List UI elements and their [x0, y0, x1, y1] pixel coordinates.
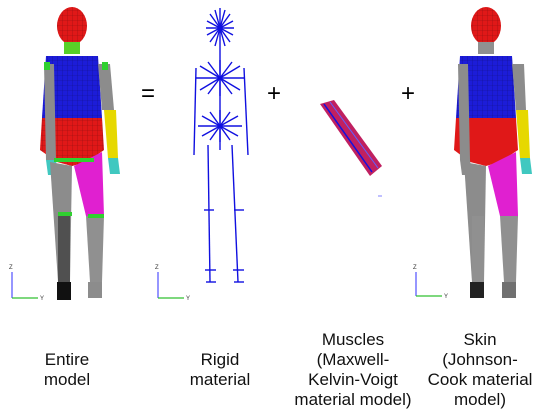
caption-entire-model: Entire model [22, 350, 112, 390]
caption-skin: Skin (Johnson- Cook material model) [418, 330, 542, 410]
axis-z-label: Z [155, 265, 159, 271]
caption-line: material [170, 370, 270, 390]
caption-rigid-material: Rigid material [170, 350, 270, 390]
plus-operator-1: + [267, 82, 281, 106]
axis-triad: Z Y [413, 265, 448, 300]
caption-line: Rigid [170, 350, 270, 370]
entire-model-figure: Z Y [2, 0, 132, 318]
skin-figure: Z Y [412, 0, 542, 318]
caption-line: Muscles [282, 330, 424, 350]
axis-z-label: Z [413, 265, 417, 271]
axis-y-label: Y [444, 294, 448, 300]
caption-line: Cook material [418, 370, 542, 390]
caption-line: model [22, 370, 112, 390]
rigid-skeleton [194, 8, 248, 282]
caption-line: (Johnson- [418, 350, 542, 370]
muscle-segment [320, 100, 382, 196]
caption-line: material model) [282, 390, 424, 410]
axis-z-label: Z [9, 265, 13, 271]
caption-line: Skin [418, 330, 542, 350]
skin-mannequin [454, 7, 532, 298]
caption-line: Kelvin-Voigt [282, 370, 424, 390]
axis-y-label: Y [40, 296, 44, 302]
axis-triad: Z Y [155, 265, 190, 302]
caption-muscles: Muscles (Maxwell- Kelvin-Voigt material … [282, 330, 424, 410]
rigid-material-figure: Z Y [150, 0, 270, 318]
caption-line: model) [418, 390, 542, 410]
full-body-mannequin [40, 7, 120, 300]
axis-y-label: Y [186, 296, 190, 302]
muscle-figure [300, 0, 390, 318]
caption-line: Entire [22, 350, 112, 370]
caption-line: (Maxwell- [282, 350, 424, 370]
axis-triad: Z Y [9, 265, 44, 302]
